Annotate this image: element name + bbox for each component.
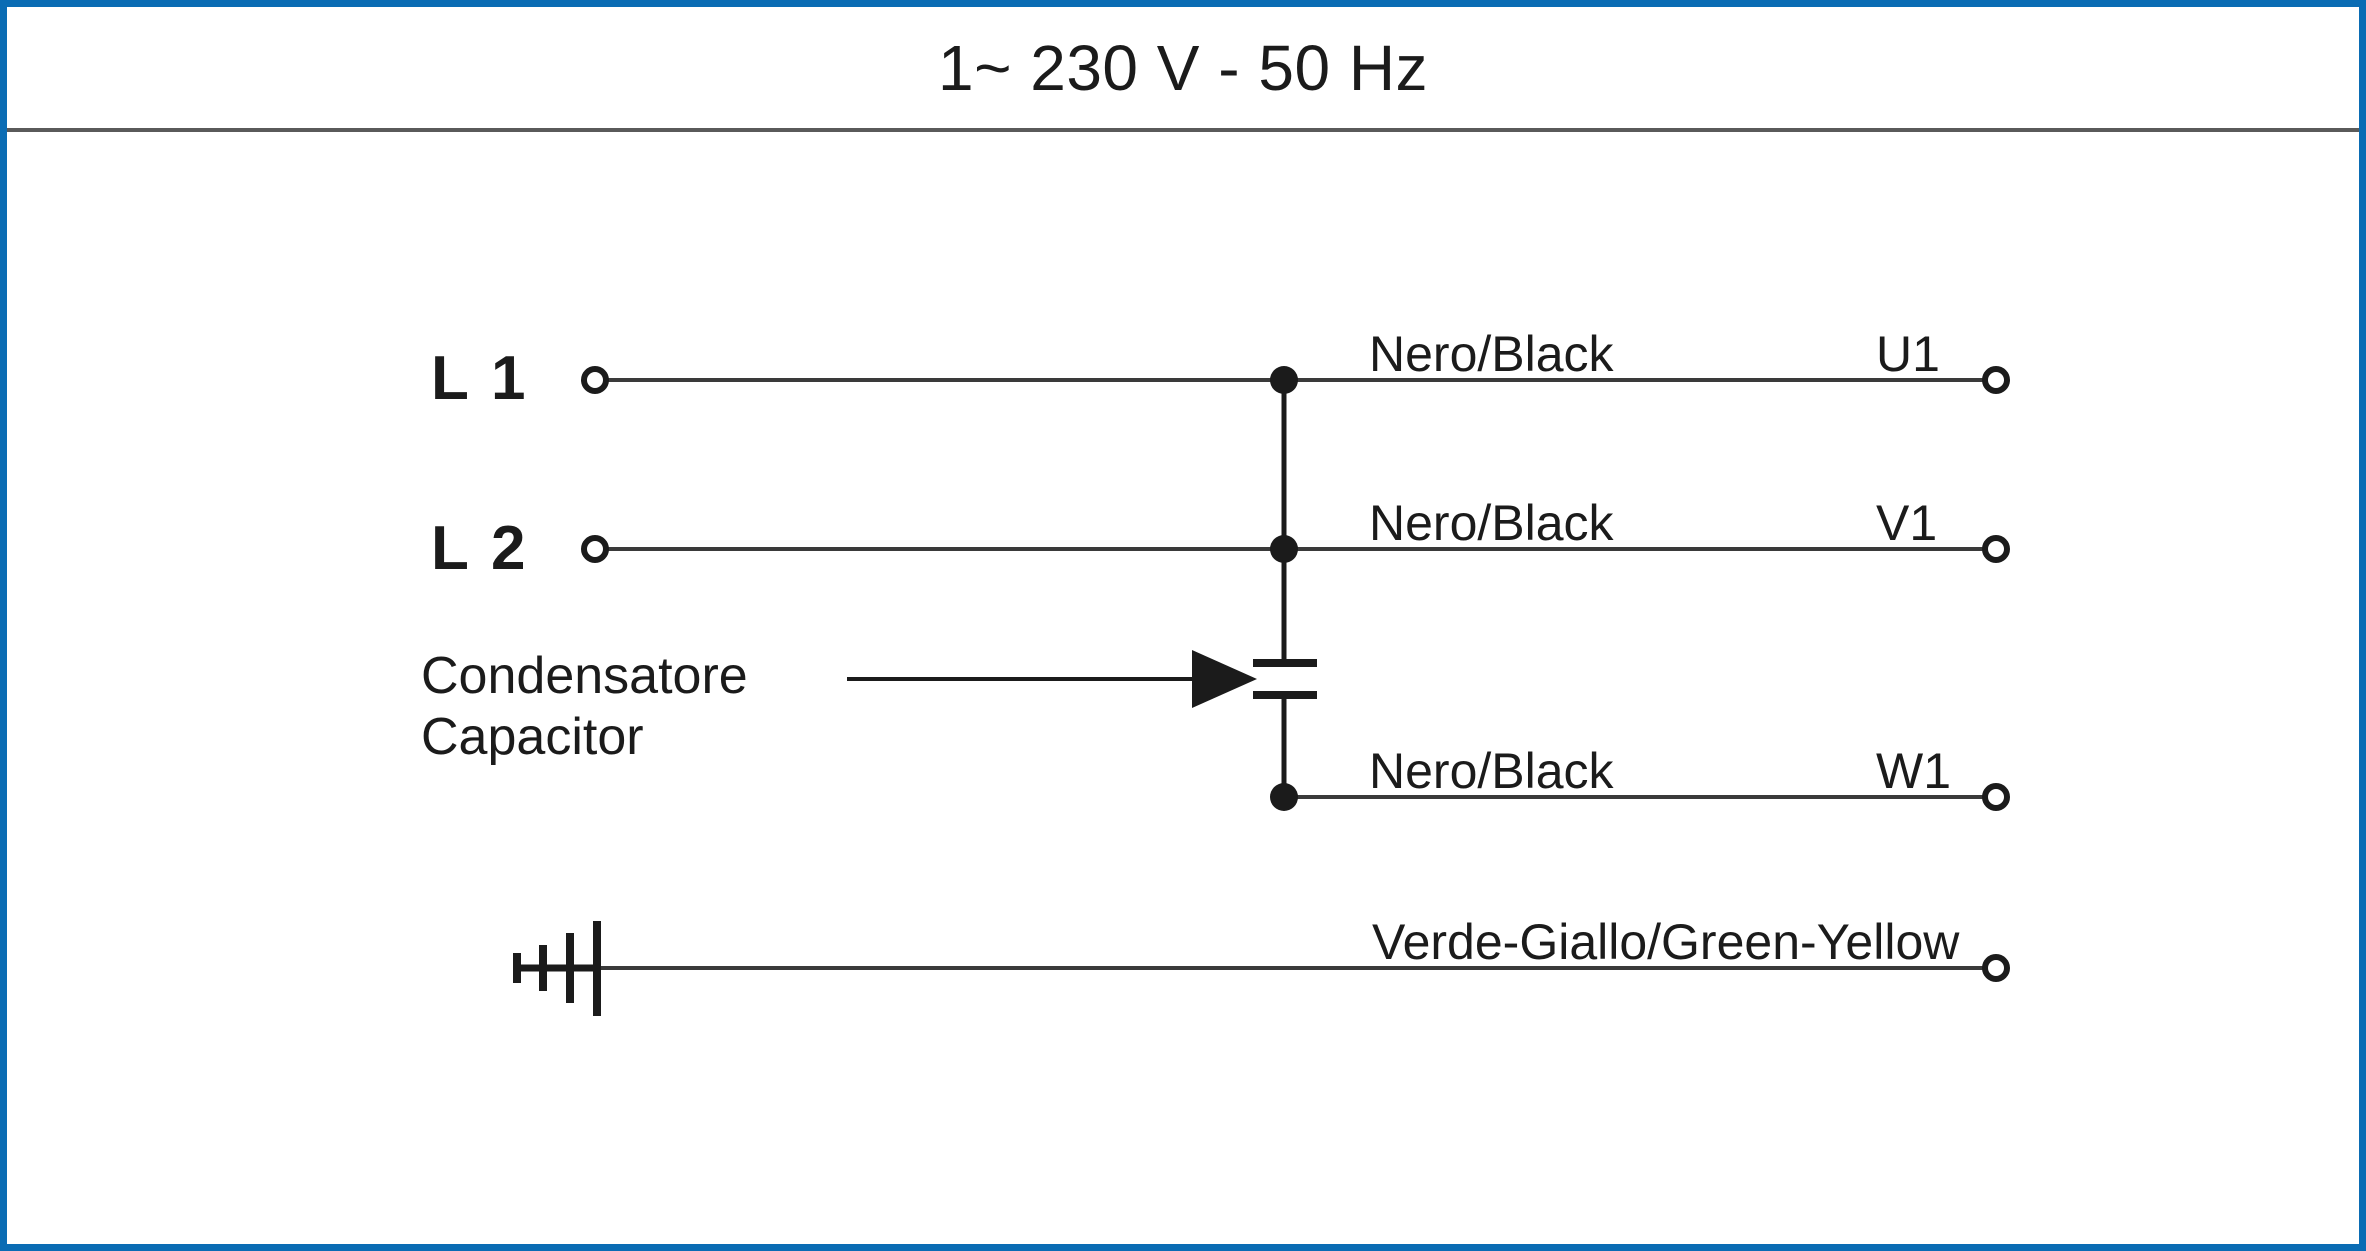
phase-label-l1: L 1 — [431, 344, 529, 413]
capacitor-label-line2: Capacitor — [421, 708, 644, 767]
wire-earth — [597, 954, 2010, 982]
wire-u1 — [581, 366, 2010, 394]
diagram-canvas: L 1 L 2 Nero/Black U1 Nero/Black V1 Nero… — [7, 132, 2359, 1244]
capacitor-label-line1: Condensatore — [421, 647, 748, 705]
wire-color-label-u1: Nero/Black — [1369, 326, 1614, 382]
page-title: 1~ 230 V - 50 Hz — [937, 31, 1429, 104]
wire-color-label-v1: Nero/Black — [1369, 495, 1614, 551]
terminal-label-v1: V1 — [1876, 495, 1938, 551]
wire-color-label-earth: Verde-Giallo/Green-Yellow — [1372, 914, 1960, 970]
capacitor-symbol — [1253, 380, 1317, 797]
terminal-label-w1: W1 — [1876, 743, 1951, 799]
wire-v1 — [581, 535, 2010, 563]
earth-ground-icon — [513, 921, 601, 1016]
header: 1~ 230 V - 50 Hz — [7, 7, 2359, 128]
wire-color-label-w1: Nero/Black — [1369, 743, 1614, 799]
capacitor-arrow-icon — [847, 650, 1257, 708]
phase-label-l2: L 2 — [431, 514, 529, 583]
terminal-label-u1: U1 — [1876, 326, 1940, 382]
header-divider — [7, 128, 2359, 132]
capacitor-label: Condensatore Capacitor — [421, 646, 748, 769]
